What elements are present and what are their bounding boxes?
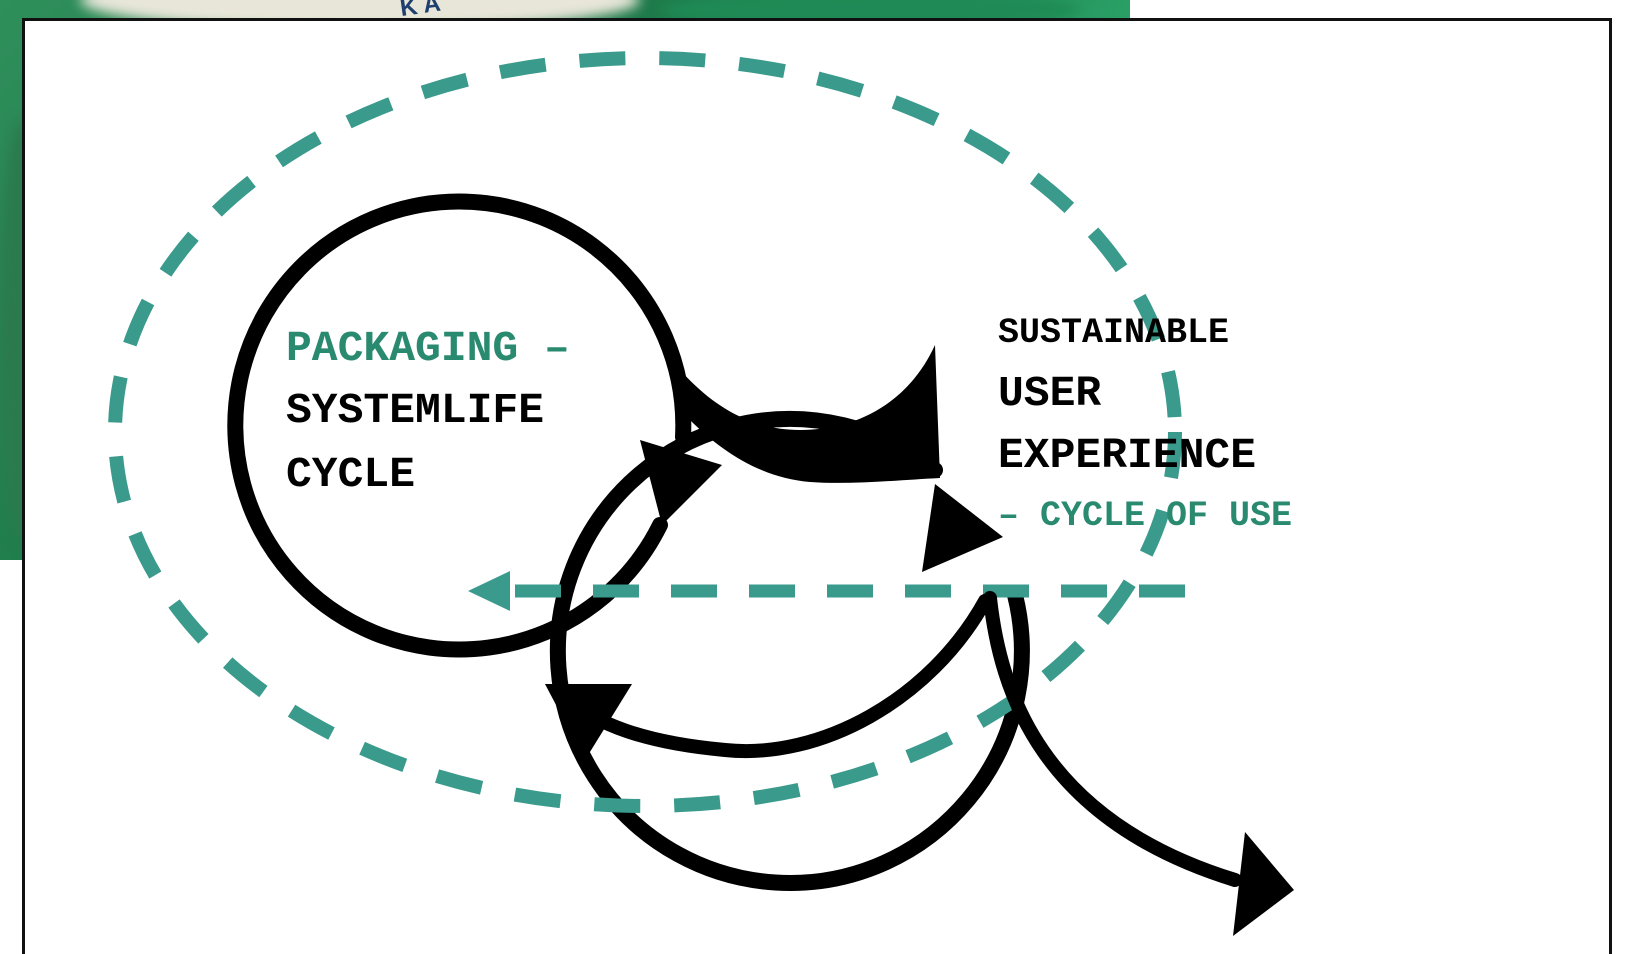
right-label-sustainable: SUSTAINABLE xyxy=(998,313,1229,353)
feedback-arrow-left xyxy=(593,594,992,759)
exit-arrow-head xyxy=(1233,832,1294,936)
dashed-return-arrowhead xyxy=(468,571,510,611)
left-label-systemlife: SYSTEMLIFE xyxy=(286,386,544,435)
left-cycle-arrowhead xyxy=(640,440,722,525)
right-label-experience: EXPERIENCE xyxy=(998,431,1256,480)
right-label-user: USER xyxy=(998,369,1101,418)
connector-band xyxy=(660,345,940,483)
outer-dashed-loop xyxy=(108,51,1182,813)
left-cycle-circle xyxy=(227,193,692,658)
left-label-cycle: CYCLE xyxy=(286,450,415,499)
diagram-card xyxy=(22,18,1612,954)
left-label-packaging: PACKAGING – xyxy=(286,324,570,373)
exit-arrow xyxy=(983,591,1242,887)
right-cycle-arrowhead xyxy=(922,484,1003,572)
feedback-arrow-left-head xyxy=(545,684,632,760)
right-label-cycle-of-use: – CYCLE OF USE xyxy=(998,496,1292,536)
